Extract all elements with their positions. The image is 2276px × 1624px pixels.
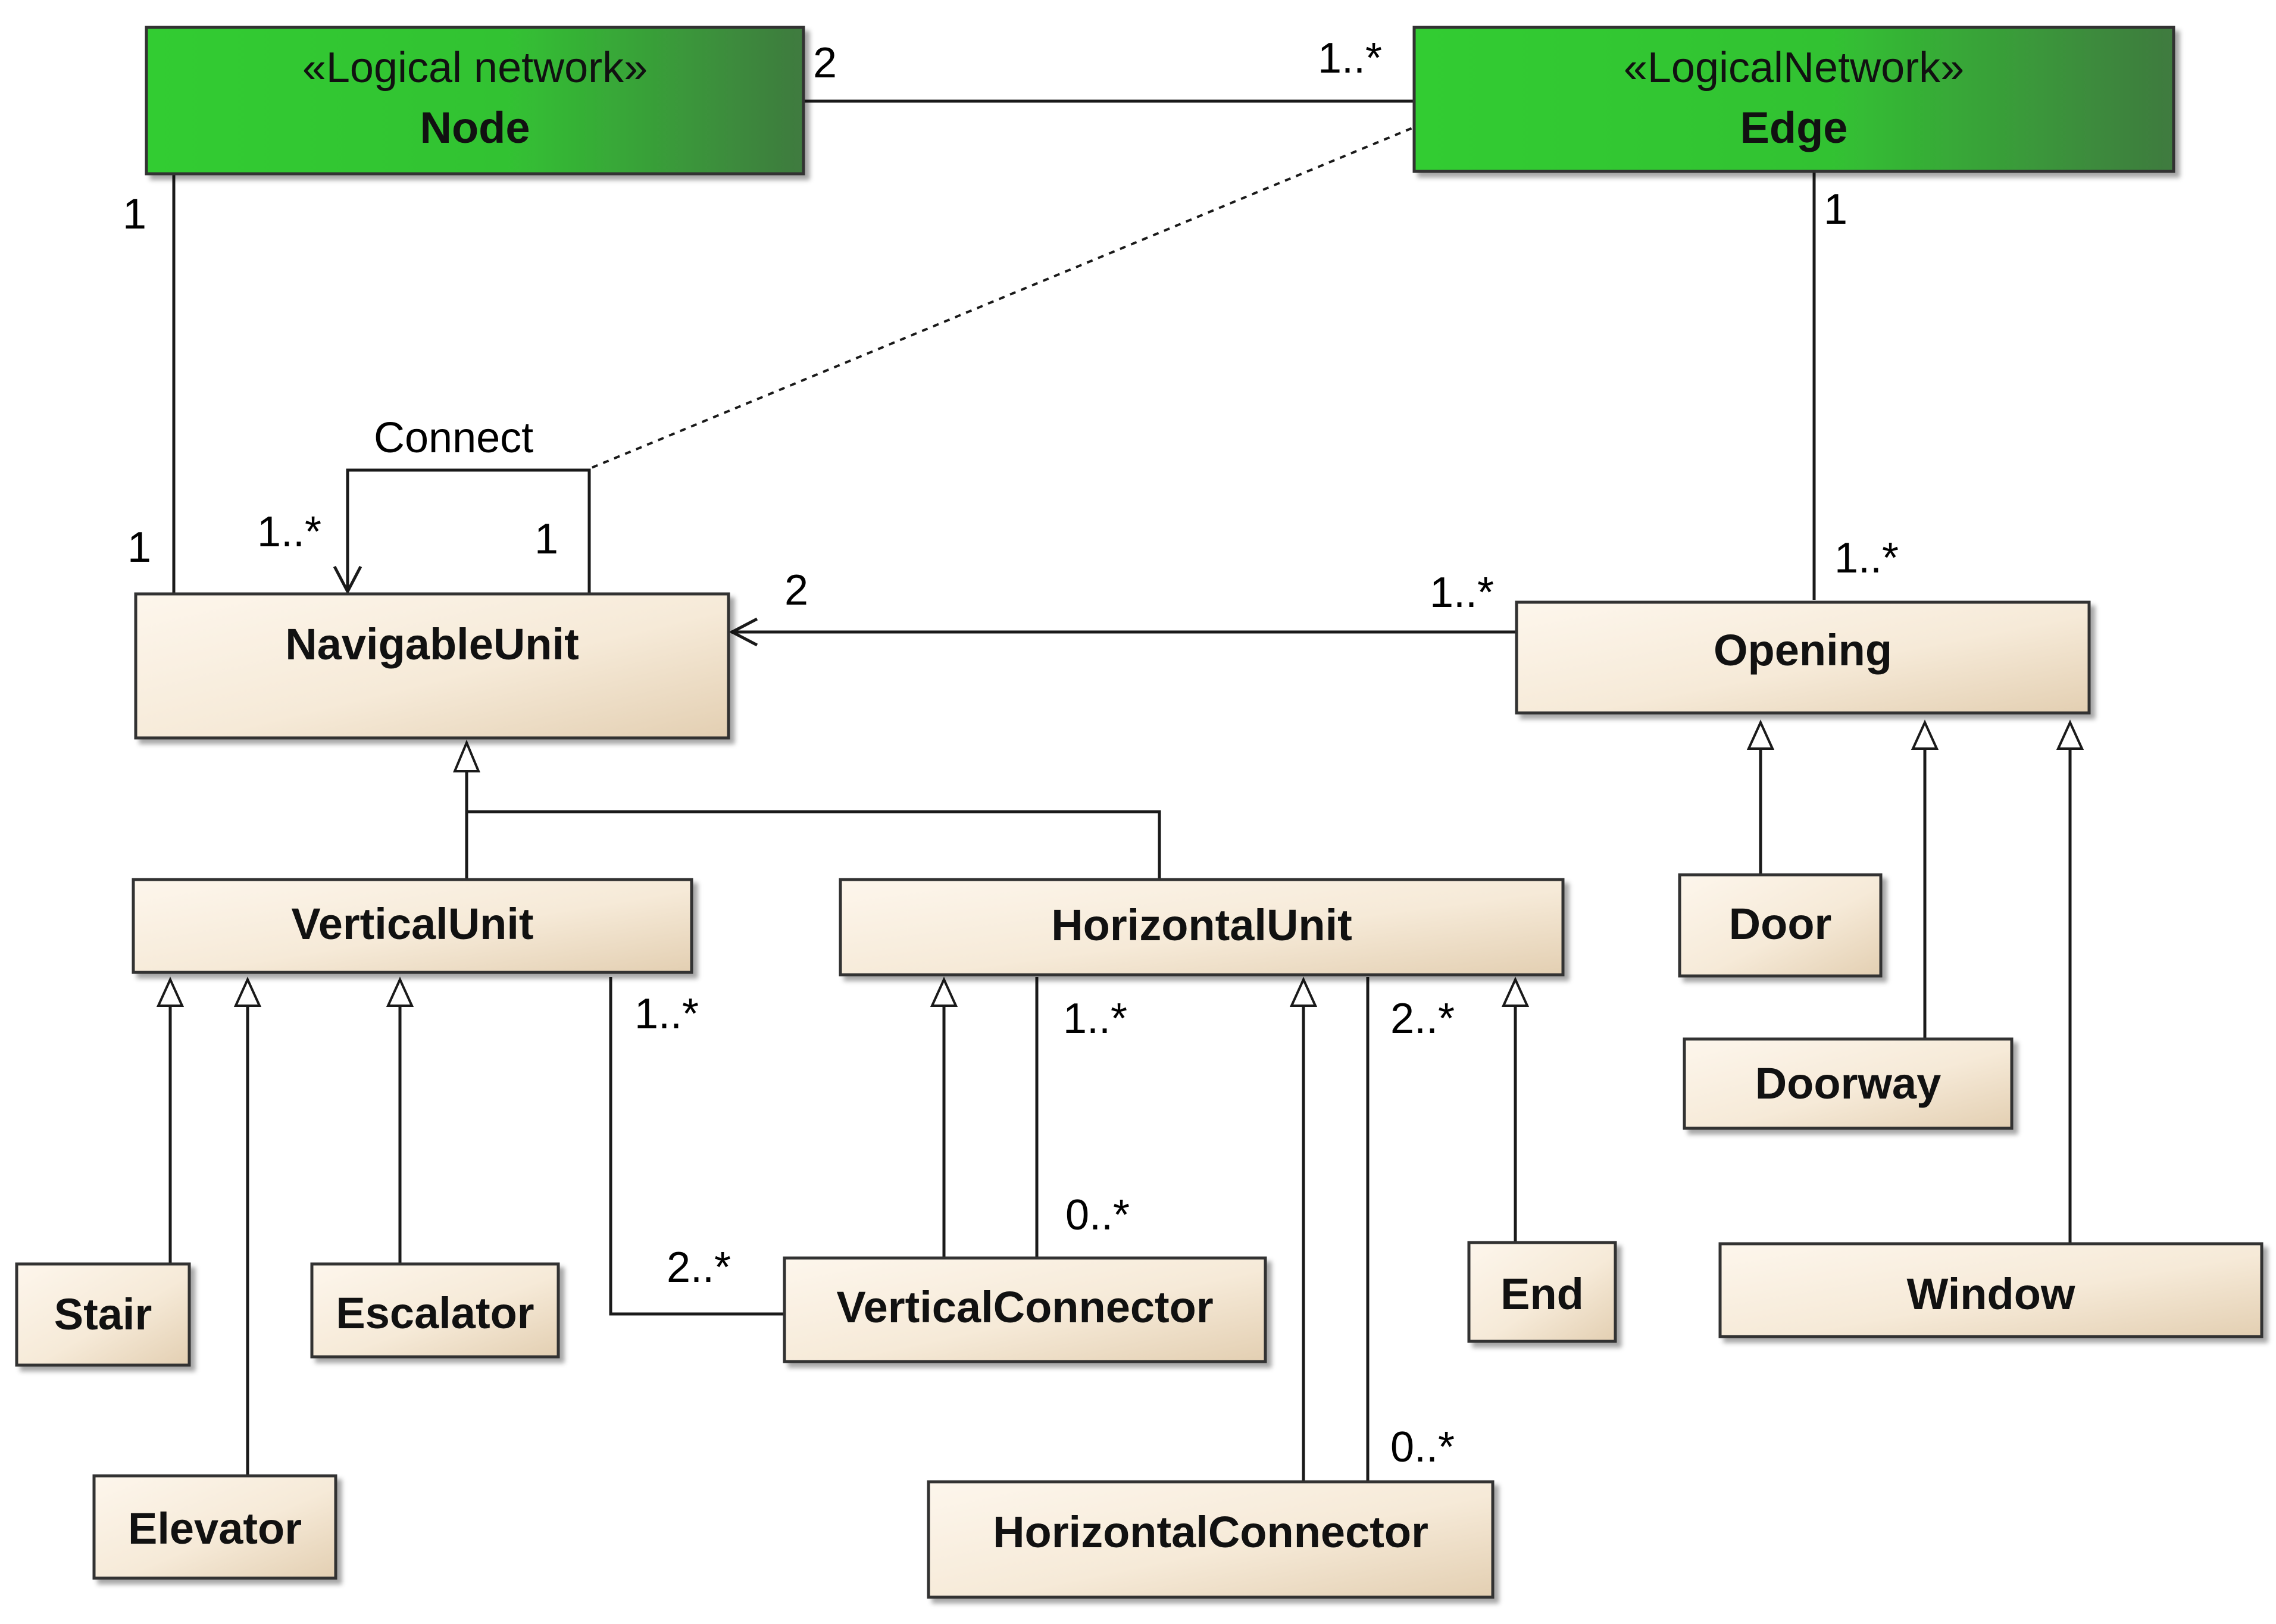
mult-opening-navigable-opening-end: 1..* [1430, 569, 1494, 617]
class-verticalunit-name: VerticalUnit [291, 899, 533, 949]
class-verticalunit[interactable]: VerticalUnit [132, 878, 693, 974]
class-horizontalconnector[interactable]: HorizontalConnector [927, 1480, 1495, 1599]
mult-verticalunit-vconnector-unit-end: 1..* [634, 990, 699, 1038]
class-node[interactable]: «Logical network» Node [145, 26, 805, 176]
class-end-name: End [1500, 1269, 1584, 1319]
generalization-verticalconnector-arrow [930, 977, 958, 1007]
class-window[interactable]: Window [1718, 1242, 2264, 1338]
connect-label: Connect [374, 414, 533, 462]
connect-arrowhead [333, 565, 362, 595]
class-verticalconnector-name: VerticalConnector [836, 1282, 1213, 1332]
class-node-stereotype: «Logical network» [302, 44, 648, 92]
class-horizontalconnector-name: HorizontalConnector [993, 1507, 1428, 1557]
multiplicity-labels: 2 1..* 1 1 Connect 1..* 1 1 1..* 2 1..* … [123, 35, 1899, 1471]
class-doorway-name: Doorway [1755, 1059, 1942, 1108]
mult-opening-navigable-navigable-end: 2 [784, 567, 808, 614]
class-doorway[interactable]: Doorway [1683, 1037, 2014, 1130]
class-node-name: Node [420, 103, 530, 152]
mult-connect-source-end: 1 [534, 515, 558, 563]
class-edge-name: Edge [1740, 103, 1848, 152]
mult-horizontalunit-vconnector-unit-end: 1..* [1063, 995, 1127, 1043]
class-door[interactable]: Door [1678, 873, 1883, 978]
mult-edge-opening-edge-end: 1 [1824, 186, 1847, 233]
association-class-link [591, 123, 1423, 469]
generalization-stair-arrow [156, 977, 185, 1007]
mult-connect-target-end: 1..* [257, 508, 321, 556]
class-horizontalunit[interactable]: HorizontalUnit [839, 878, 1565, 977]
association-verticalunit-verticalconnector [609, 977, 784, 1316]
generalization-horizontalconnector-arrow [1289, 977, 1318, 1007]
mult-node-navigable-node-end: 1 [123, 190, 146, 238]
class-navigableunit-name: NavigableUnit [285, 619, 579, 669]
class-escalator[interactable]: Escalator [310, 1262, 560, 1359]
association-connect [346, 468, 591, 594]
class-escalator-name: Escalator [336, 1288, 534, 1338]
class-opening-name: Opening [1714, 625, 1892, 675]
class-verticalconnector[interactable]: VerticalConnector [783, 1256, 1267, 1363]
navigable-arrowhead [729, 617, 758, 647]
generalization-horizontalunit [467, 810, 1161, 880]
generalization-door-arrow [1746, 719, 1775, 750]
mult-edge-opening-opening-end: 1..* [1834, 534, 1899, 582]
mult-horizontalunit-hconnector-connector-end: 0..* [1390, 1423, 1455, 1471]
generalization-end-arrow [1501, 977, 1530, 1007]
generalization-escalator-arrow [386, 977, 414, 1007]
class-stair[interactable]: Stair [15, 1262, 191, 1367]
class-window-name: Window [1907, 1269, 2075, 1319]
class-elevator-name: Elevator [128, 1504, 302, 1553]
mult-node-edge-node-end: 2 [813, 39, 837, 87]
class-navigableunit[interactable]: NavigableUnit [134, 592, 730, 740]
class-end[interactable]: End [1467, 1241, 1617, 1343]
mult-node-navigable-navigable-end: 1 [127, 524, 151, 571]
connectors [156, 99, 2084, 1482]
generalization-window-arrow [2056, 719, 2084, 750]
generalization-elevator-arrow [233, 977, 262, 1007]
class-edge[interactable]: «LogicalNetwork» Edge [1412, 26, 2175, 173]
class-stair-name: Stair [54, 1290, 152, 1339]
class-edge-stereotype: «LogicalNetwork» [1624, 44, 1964, 92]
mult-horizontalunit-vconnector-connector-end: 0..* [1065, 1191, 1130, 1239]
class-opening[interactable]: Opening [1515, 600, 2091, 715]
class-elevator[interactable]: Elevator [92, 1474, 337, 1580]
mult-horizontalunit-hconnector-unit-end: 2..* [1390, 995, 1455, 1043]
class-door-name: Door [1729, 899, 1832, 949]
class-horizontalunit-name: HorizontalUnit [1051, 900, 1352, 950]
generalization-doorway-arrow [1911, 719, 1939, 750]
mult-verticalunit-vconnector-connector-end: 2..* [667, 1244, 731, 1291]
mult-node-edge-edge-end: 1..* [1318, 35, 1382, 82]
generalization-navigableunit-arrow [453, 739, 480, 772]
